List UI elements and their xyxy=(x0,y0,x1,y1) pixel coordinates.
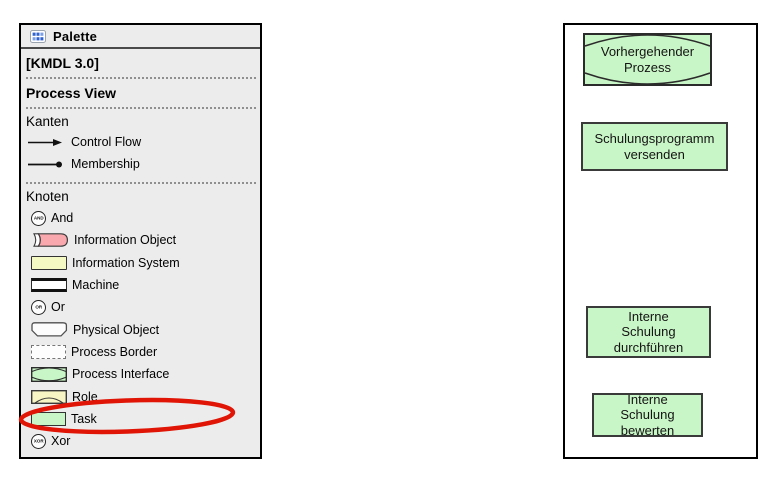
gate-glyph: OR xyxy=(35,304,42,310)
node-task-schulungsprogramm-versenden[interactable]: Schulungsprogramm versenden xyxy=(581,122,728,171)
node-label-line: Schulungsprogramm xyxy=(594,131,715,146)
physical-object-icon xyxy=(31,322,68,337)
tool-label: Process Border xyxy=(71,344,158,359)
node-label-line: versenden xyxy=(624,146,685,162)
tool-label: Information System xyxy=(72,255,180,270)
tool-and[interactable]: AND And xyxy=(21,207,260,229)
tool-xor[interactable]: XOR Xor xyxy=(21,430,260,452)
tool-membership[interactable]: Membership xyxy=(21,153,260,175)
gate-glyph: XOR xyxy=(33,438,44,444)
membership-line-icon xyxy=(28,161,62,167)
tool-label: Information Object xyxy=(74,233,177,248)
information-object-icon xyxy=(33,233,69,248)
tool-label: Task xyxy=(71,411,97,426)
task-icon xyxy=(31,411,66,426)
node-label-line: Interne xyxy=(627,391,668,407)
tool-label: Process Interface xyxy=(72,367,170,382)
role-icon xyxy=(31,389,67,404)
tool-information-system[interactable]: Information System xyxy=(21,252,260,274)
palette-body: [KMDL 3.0] Process View Kanten Control F… xyxy=(21,55,260,452)
control-flow-arrow-icon xyxy=(28,138,62,146)
palette-panel: Palette [KMDL 3.0] Process View Kanten C… xyxy=(19,23,262,459)
tool-label: Role xyxy=(72,389,98,404)
drawer-kmdl[interactable]: [KMDL 3.0] xyxy=(26,55,99,71)
tool-physical-object[interactable]: Physical Object xyxy=(21,318,260,340)
separator xyxy=(26,182,256,184)
tool-label: Or xyxy=(51,300,65,315)
separator xyxy=(26,107,256,109)
group-knoten[interactable]: Knoten xyxy=(26,189,69,204)
gate-glyph: AND xyxy=(33,215,44,221)
palette-title: Palette xyxy=(53,28,98,44)
tool-label: And xyxy=(51,211,74,226)
tool-information-object[interactable]: Information Object xyxy=(21,229,260,251)
tool-or[interactable]: OR Or xyxy=(21,296,260,318)
node-label-line: Schulung xyxy=(620,407,675,423)
xor-gate-icon: XOR xyxy=(31,433,46,449)
tool-control-flow[interactable]: Control Flow xyxy=(21,131,260,153)
node-label-line: Schulung xyxy=(621,324,676,340)
node-label-line: Prozess xyxy=(624,59,671,75)
process-border-icon xyxy=(31,344,66,359)
tool-task[interactable]: Task xyxy=(21,408,260,430)
node-label-line: durchführen xyxy=(613,339,684,355)
tool-label: Control Flow xyxy=(71,135,142,149)
tool-process-border[interactable]: Process Border xyxy=(21,341,260,363)
node-label: Vorhergehender Prozess xyxy=(583,33,712,86)
node-label-line: bewerten xyxy=(620,422,675,438)
process-interface-shape xyxy=(583,33,712,86)
and-gate-icon: AND xyxy=(31,210,46,226)
separator xyxy=(26,77,256,79)
node-label-line: Vorhergehender xyxy=(600,44,695,59)
node-task-interne-schulung-bewerten[interactable]: Interne Schulung bewerten xyxy=(592,391,703,438)
tool-label: Machine xyxy=(72,278,120,293)
or-gate-icon: OR xyxy=(31,299,46,315)
node-label-line: Interne xyxy=(628,308,669,324)
information-system-icon xyxy=(31,255,67,270)
drawer-process-view[interactable]: Process View xyxy=(26,85,117,101)
process-interface-icon xyxy=(31,366,67,382)
machine-icon xyxy=(31,278,67,293)
tool-role[interactable]: Role xyxy=(21,385,260,407)
tool-process-interface[interactable]: Process Interface xyxy=(21,363,260,385)
node-task-interne-schulung-durchfuehren[interactable]: Interne Schulung durchführen xyxy=(586,306,711,358)
tool-label: Membership xyxy=(71,157,140,171)
node-process-interface-vorhergehender-prozess[interactable]: Vorhergehender Prozess xyxy=(583,33,712,86)
tool-machine[interactable]: Machine xyxy=(21,274,260,296)
group-kanten[interactable]: Kanten xyxy=(26,114,69,129)
diagram-canvas[interactable]: Vorhergehender Prozess Schulungsprogramm… xyxy=(563,23,758,459)
palette-grid-icon xyxy=(30,29,46,43)
tool-label: Physical Object xyxy=(73,322,160,337)
tool-label: Xor xyxy=(51,434,71,449)
palette-titlebar[interactable]: Palette xyxy=(21,25,260,49)
